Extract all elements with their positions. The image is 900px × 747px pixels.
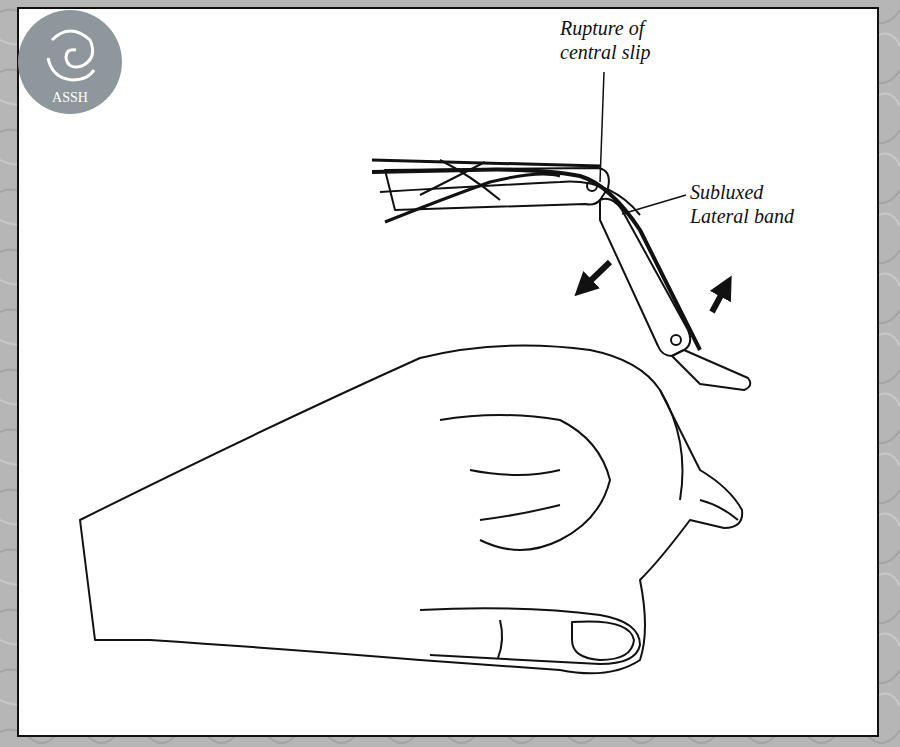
logo — [18, 10, 122, 114]
logo-text: ASSH — [40, 90, 100, 107]
callout-label: Rupture of central slip — [560, 16, 682, 64]
frame — [18, 8, 878, 736]
hand-illustration — [80, 346, 742, 674]
leader-line — [600, 72, 686, 214]
callout-label: Subluxed Lateral band — [690, 180, 825, 228]
